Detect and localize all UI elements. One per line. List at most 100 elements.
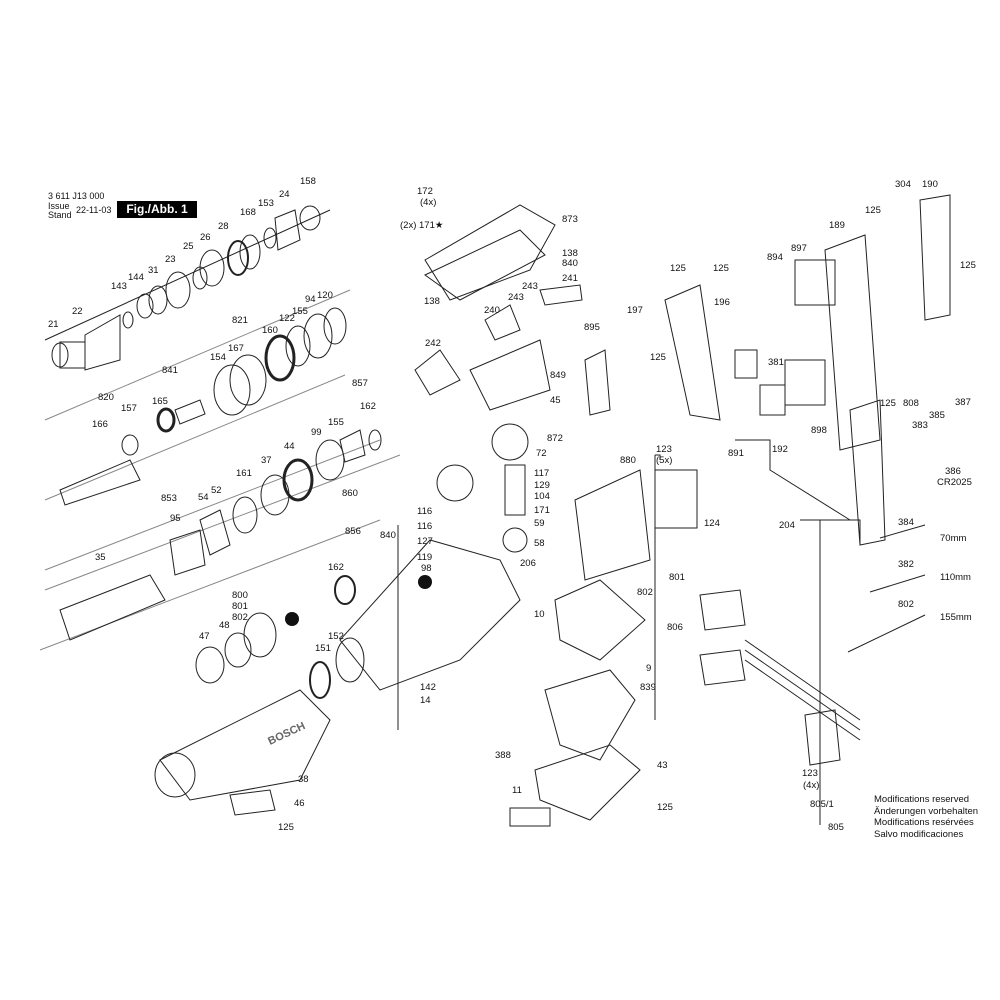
callout-label: 14	[420, 695, 431, 706]
callout-label: 840	[380, 530, 396, 541]
callout-label: 800	[232, 590, 248, 601]
callout-label: 48	[219, 620, 230, 631]
callout-label: 860	[342, 488, 358, 499]
callout-label: 125	[657, 802, 673, 813]
modifications-line: Änderungen vorbehalten	[874, 805, 979, 817]
callout-label: 388	[495, 750, 511, 761]
callout-label: 383	[912, 420, 928, 431]
top-cover	[424, 204, 556, 301]
gear-housing	[339, 539, 521, 691]
modifications-note: Modifications reserved Änderungen vorbeh…	[874, 794, 978, 840]
callout-label: 171	[534, 505, 550, 516]
callout-label: 241	[562, 273, 578, 284]
callout-label: 38	[298, 774, 309, 785]
ref-marker	[418, 575, 432, 589]
callout-label: 116	[417, 521, 432, 532]
modifications-line: Modifications reserved	[874, 794, 970, 805]
callout-label: 23	[165, 254, 176, 265]
base-housing	[534, 744, 641, 821]
callout-label: 125	[650, 352, 666, 363]
callout-label: 123	[802, 768, 818, 779]
callout-label: 58	[534, 538, 545, 549]
callout-label: 872	[547, 433, 563, 444]
callout-label: 167	[228, 343, 244, 354]
callout-label: 192	[772, 444, 788, 455]
callout-label: 26	[200, 232, 211, 243]
wire-70mm	[879, 524, 926, 539]
callout-label: 897	[791, 243, 807, 254]
callout-label: 891	[728, 448, 744, 459]
electronics-module	[654, 469, 698, 529]
doc-number: 3 611 J13 000	[48, 191, 105, 201]
stand-label: Stand	[48, 210, 72, 220]
callout-label: 117	[534, 468, 549, 479]
callout-label: 895	[584, 322, 600, 333]
issue-date: 22-11-03	[76, 205, 112, 215]
callout-label: 98	[421, 563, 432, 574]
callout-label: 160	[262, 325, 278, 336]
callout-label: 123	[656, 444, 672, 455]
callout-label: 154	[210, 352, 226, 363]
callout-label: 11	[512, 785, 522, 796]
callout-label: 172	[417, 186, 433, 197]
handle-right	[824, 234, 881, 451]
callout-label: 142	[420, 682, 436, 693]
callout-label: 821	[232, 315, 248, 326]
callout-label: 155	[328, 417, 344, 428]
callout-label: 197	[627, 305, 643, 316]
callout-label: 157	[121, 403, 137, 414]
issue-label: Issue	[48, 201, 70, 211]
callout-label: 162	[360, 401, 376, 412]
callout-label: 805	[828, 822, 844, 833]
callout-label: 124	[704, 518, 720, 529]
callout-label: 806	[667, 622, 683, 633]
callout-label: 125	[278, 822, 294, 833]
callout-label: 129	[534, 480, 550, 491]
callout-label: 801	[669, 572, 685, 583]
callout-label: 802	[232, 612, 248, 623]
modifications-line: Salvo modificaciones	[874, 828, 964, 840]
callout-label: 240	[484, 305, 500, 316]
callout-label: 243	[522, 281, 538, 292]
callout-label: 44	[284, 441, 295, 452]
callout-label: 125	[880, 398, 896, 409]
callout-label: 72	[536, 448, 547, 459]
callout-label: 304	[895, 179, 911, 190]
motor	[574, 469, 651, 581]
callout-label: 808	[903, 398, 919, 409]
callout-label: 206	[520, 558, 536, 569]
callout-label: 801	[232, 601, 248, 612]
callout-label: 805/1	[810, 799, 834, 810]
callout-label: 853	[161, 493, 177, 504]
callout-label: 119	[417, 552, 432, 563]
callout-label: 46	[294, 798, 305, 809]
callout-label: 165	[152, 396, 168, 407]
figure-label: Fig./Abb. 1	[117, 201, 197, 218]
callout-label: 54	[198, 492, 209, 503]
callout-label: 143	[111, 281, 127, 292]
callout-label: 31	[148, 265, 159, 276]
callout-label: 856	[345, 526, 361, 537]
callout-label: 162	[328, 562, 344, 573]
callout-label: 37	[261, 455, 272, 466]
callout-label: 387	[955, 397, 971, 408]
callout-label: 839	[640, 682, 656, 693]
callout-label: 10	[534, 609, 545, 620]
callout-label: 242	[425, 338, 441, 349]
callout-label: 381	[768, 357, 784, 368]
callout-label: 166	[92, 419, 108, 430]
callout-label: 94	[305, 294, 316, 305]
callout-label: 155	[292, 306, 308, 317]
ref-marker	[285, 612, 299, 626]
callout-label: 849	[550, 370, 566, 381]
handle-left	[664, 284, 721, 421]
callout-label: 384	[898, 517, 914, 528]
callout-label: 35	[95, 552, 106, 563]
callout-label: (4x)	[803, 780, 819, 791]
drive-gear	[491, 423, 529, 461]
callout-label: 24	[279, 189, 290, 200]
callout-label: 873	[562, 214, 578, 225]
callout-label: 802	[898, 599, 914, 610]
callout-label: 116	[417, 506, 432, 517]
callout-label: 52	[211, 485, 222, 496]
